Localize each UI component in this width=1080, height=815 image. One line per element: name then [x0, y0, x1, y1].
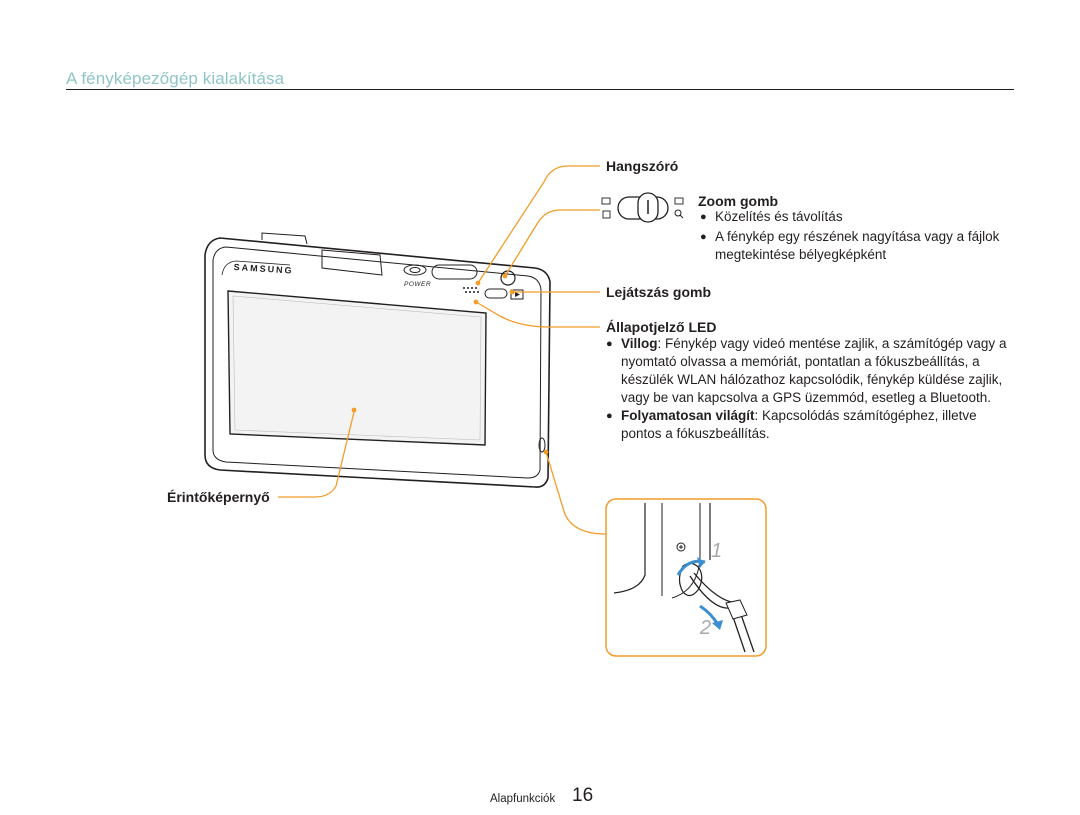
zoom-switch: [601, 192, 684, 223]
footer-section: Alapfunkciók: [490, 793, 556, 805]
status-led-term-blinking: Villog: [621, 336, 658, 351]
strap-lug: [538, 437, 546, 453]
status-led-term-steady: Folyamatosan világít: [621, 408, 755, 423]
page-title: A fényképezőgép kialakítása: [66, 69, 285, 88]
callout-dots: [351, 273, 549, 455]
strap-step-2: 2: [700, 617, 712, 639]
zoom-bullet-1: Közelítés és távolítás: [700, 208, 1018, 226]
speaker-label: Hangszóró: [606, 158, 679, 174]
status-led-text-blinking: : Fénykép vagy videó mentése zajlik, a s…: [621, 336, 1007, 405]
callout-lines: [278, 165, 607, 535]
strap-step-1: 1: [711, 540, 723, 562]
led-window: [484, 288, 508, 299]
camera-power-label: POWER: [404, 281, 432, 288]
top-controls: [403, 264, 516, 286]
status-led-text-steady: : Kapcsolódás számítógéphez, illetve pon…: [621, 408, 977, 441]
status-led-item-steady: Folyamatosan világít: Kapcsolódás számít…: [606, 407, 1018, 443]
playback-button: [510, 289, 524, 300]
status-led-item-blinking: Villog: Fénykép vagy videó mentése zajli…: [606, 335, 1018, 407]
zoom-button-description: Közelítés és távolítás A fénykép egy rés…: [700, 208, 1018, 264]
zoom-button-label: Zoom gomb: [698, 193, 779, 209]
playback-button-label: Lejátszás gomb: [606, 284, 712, 300]
touch-screen: [227, 290, 487, 446]
speaker-grille: [463, 287, 479, 293]
page-number: 16: [572, 785, 594, 806]
status-led-description: Villog: Fénykép vagy videó mentése zajli…: [606, 335, 1018, 443]
status-led-label: Állapotjelző LED: [606, 319, 717, 335]
zoom-bullet-2: A fénykép egy részének nagyítása vagy a …: [700, 228, 1018, 264]
strap-detail: [605, 498, 767, 657]
touchscreen-label: Érintőképernyő: [167, 489, 270, 505]
title-divider: [66, 89, 1014, 90]
